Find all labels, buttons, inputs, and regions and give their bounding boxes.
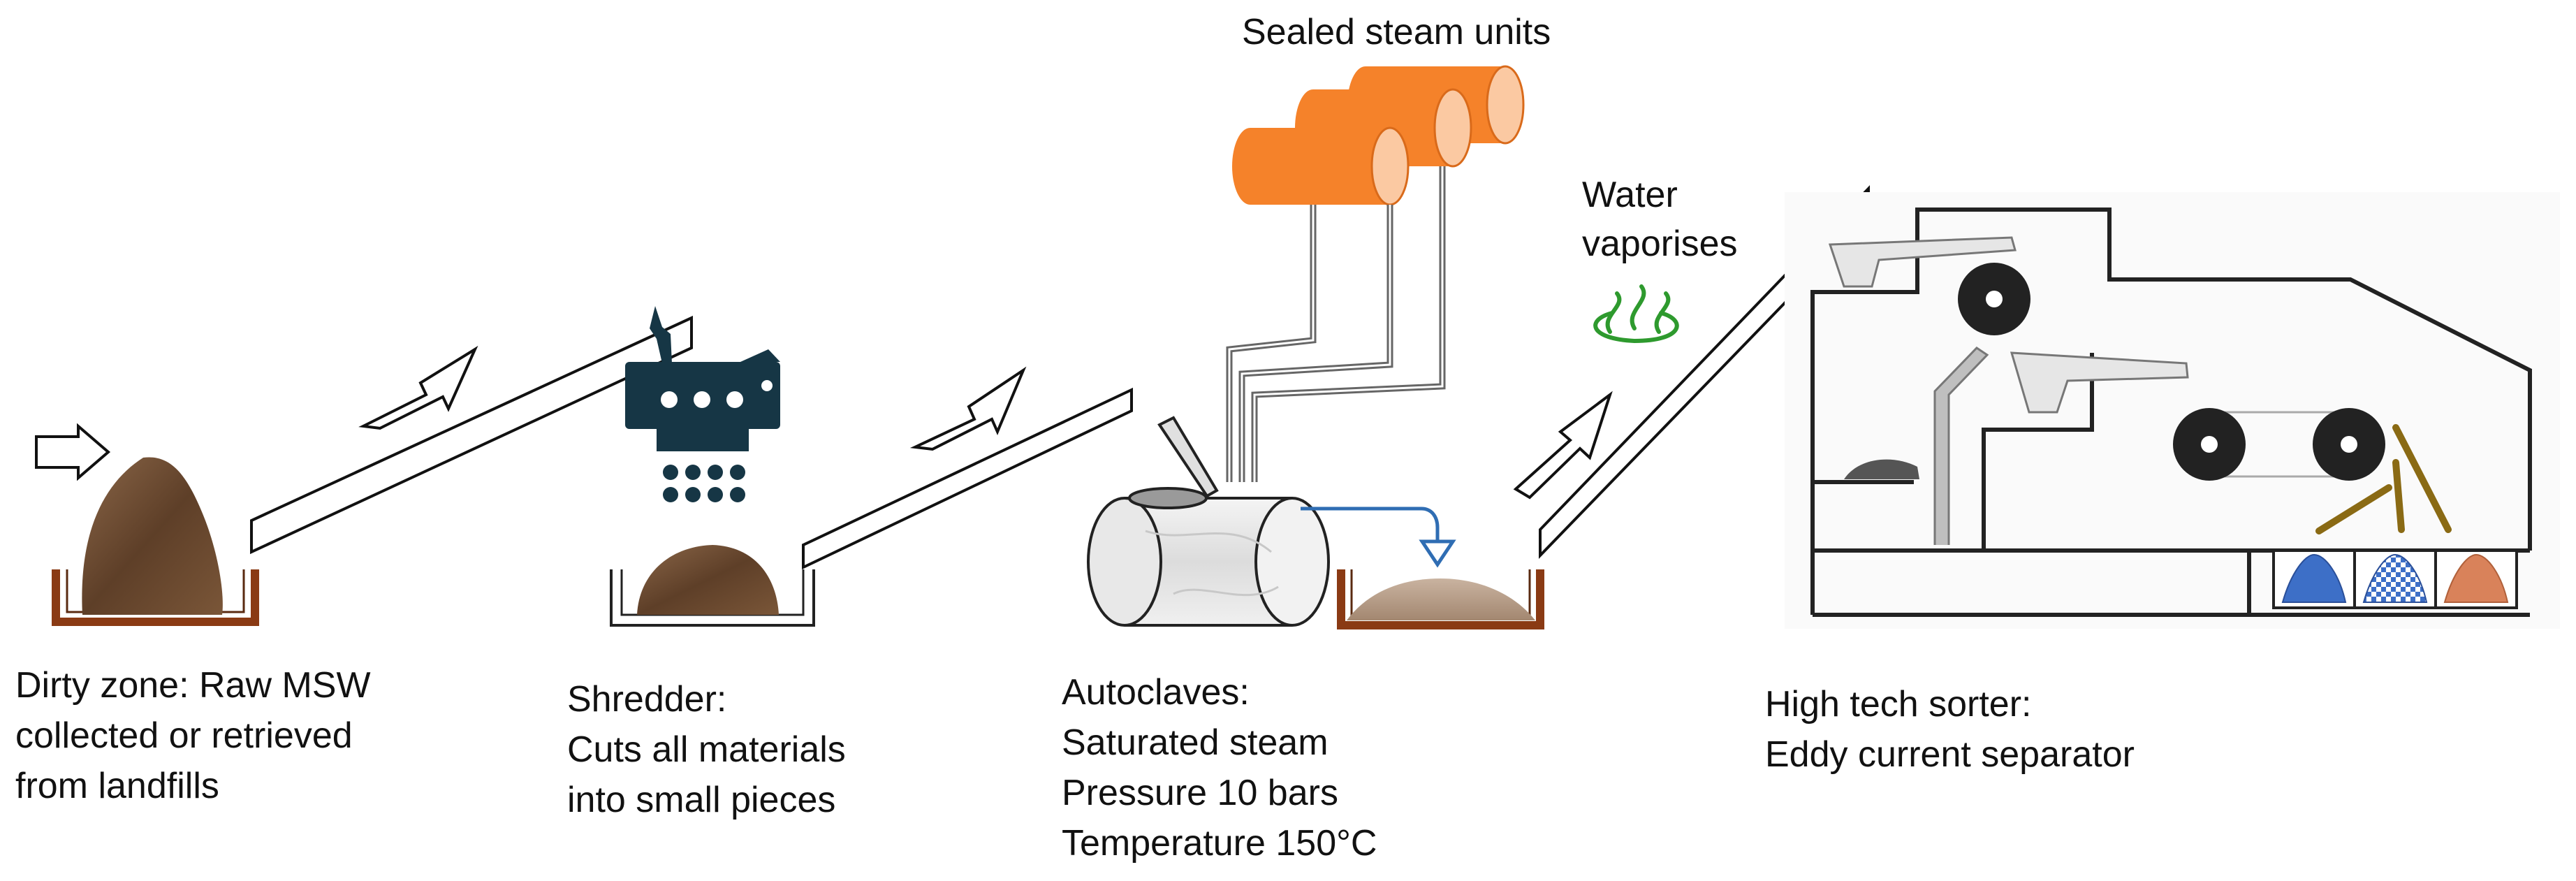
autoclaves-line-4: Temperature 150°C [1062, 823, 1377, 864]
autoclave-stage [1087, 65, 1870, 629]
conveyor-direction-arrow-2 [909, 366, 1027, 451]
sorted-fines-pile [1844, 459, 1919, 479]
dirty-zone-line-2: collected or retrieved [15, 715, 353, 756]
dirty-zone-line-1: Dirty zone: Raw MSW [15, 665, 371, 706]
input-arrow [35, 423, 111, 481]
flow-arrow-head [1419, 539, 1456, 568]
shredder-label: Shredder: Cuts all materials into small … [567, 674, 846, 825]
water-line-1: Water [1582, 175, 1678, 215]
sealed-steam-units [1232, 65, 1525, 206]
sorted-output-bins [2272, 549, 2518, 609]
separator-drum-right [2313, 408, 2385, 481]
sorter-chutes [1828, 236, 2189, 545]
eddy-current-rotor [1958, 263, 2030, 335]
water-line-2: vaporises [1582, 224, 1738, 264]
shredder-stage [610, 306, 1133, 627]
separator-drum-left [2173, 408, 2246, 481]
sorter-line-2: Eddy current separator [1765, 734, 2135, 775]
conveyor-direction-arrow [358, 345, 478, 430]
conveyor-direction-arrow-3 [1513, 391, 1613, 500]
sorted-orange-pile [2443, 553, 2509, 603]
sorted-blue-pile [2281, 553, 2347, 603]
autoclaves-line-2: Saturated steam [1062, 722, 1329, 763]
water-vaporises-label: Water vaporises [1582, 170, 1738, 268]
shredder-line-3: into small pieces [567, 780, 836, 820]
autoclave-drum-icon [1087, 416, 1330, 627]
shredded-waste-mound [637, 545, 779, 615]
shredder-line-1: Shredder: [567, 679, 727, 720]
conveyor-belt [250, 315, 693, 555]
splitter-arms [2315, 424, 2452, 534]
shredder-machine-icon [625, 306, 780, 502]
steam-units-label: Sealed steam units [1242, 12, 1551, 52]
dirty-zone-line-3: from landfills [15, 766, 219, 806]
sorter-line-1: High tech sorter: [1765, 684, 2032, 725]
sorted-checked-pile [2362, 553, 2428, 603]
flow-arrow [1301, 507, 1440, 546]
autoclaves-label: Autoclaves: Saturated steam Pressure 10 … [1062, 667, 1377, 868]
autoclaves-line-3: Pressure 10 bars [1062, 773, 1338, 813]
steam-pipes [1226, 166, 1446, 482]
steam-pipes-inner [1228, 166, 1444, 482]
sorter-stage [1785, 192, 2560, 629]
dirty-zone-stage [35, 315, 693, 626]
conveyor-belt-2 [802, 387, 1133, 570]
autoclaves-line-1: Autoclaves: [1062, 672, 1250, 713]
raw-waste-mound [82, 457, 223, 615]
processed-material-mound [1347, 578, 1535, 620]
sorter-label: High tech sorter: Eddy current separator [1765, 679, 2135, 780]
steam-vapor-icon [1593, 284, 1679, 344]
dirty-zone-label: Dirty zone: Raw MSW collected or retriev… [15, 660, 371, 811]
shredder-line-2: Cuts all materials [567, 729, 846, 770]
